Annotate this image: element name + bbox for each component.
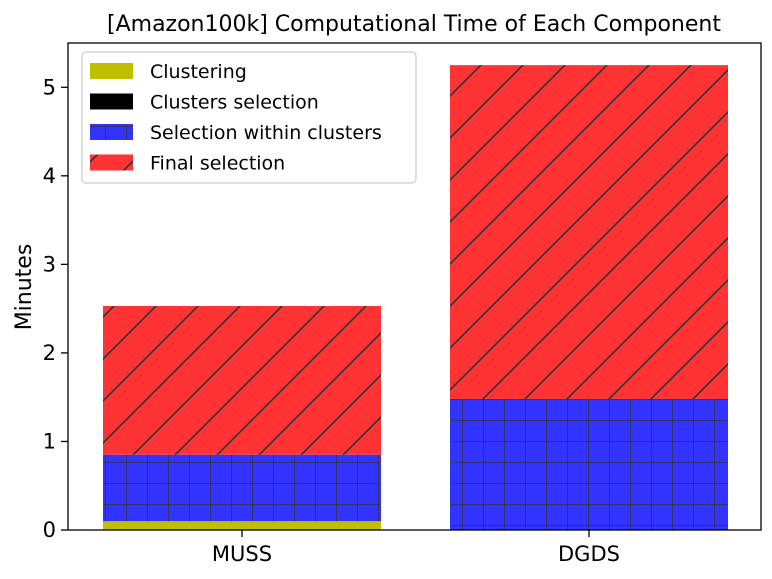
bar-hatch-dgds-selection-within-clusters [450,398,728,530]
x-tick-label-muss: MUSS [212,542,272,566]
bar-muss-clustering [103,521,381,530]
bars-group [103,65,728,530]
y-tick-label: 0 [43,518,56,542]
legend-box [81,51,417,184]
legend-label-clustering: Clustering [150,61,247,83]
legend-swatch-clustering [90,63,133,79]
plot-frame [67,42,762,531]
legend-label-clusters-selection: Clusters selection [150,92,319,114]
legend-swatch-clusters-selection [90,93,133,110]
y-tick-label: 2 [43,341,56,365]
bar-hatch-muss-selection-within-clusters [103,454,381,522]
chart-title: [Amazon100k] Computational Time of Each … [107,12,721,37]
y-axis-title: Minutes [12,244,37,331]
x-tick-label-dgds: DGDS [558,542,620,566]
legend-swatch-hatch-final-selection [90,154,133,171]
y-tick-label: 4 [43,164,56,188]
y-tick-label: 5 [43,75,56,99]
y-tick-label: 1 [43,429,56,453]
legend-swatch-hatch-selection-within-clusters [90,124,133,140]
x-axis: MUSS DGDS [212,530,620,566]
bar-hatch-dgds-final-selection [450,65,728,399]
legend-label-selection-within-clusters: Selection within clusters [150,122,382,144]
y-axis: 0 1 2 3 4 5 [43,75,68,542]
legend-label-final-selection: Final selection [150,153,285,175]
bar-hatch-muss-final-selection [103,305,381,455]
y-tick-label: 3 [43,252,56,276]
